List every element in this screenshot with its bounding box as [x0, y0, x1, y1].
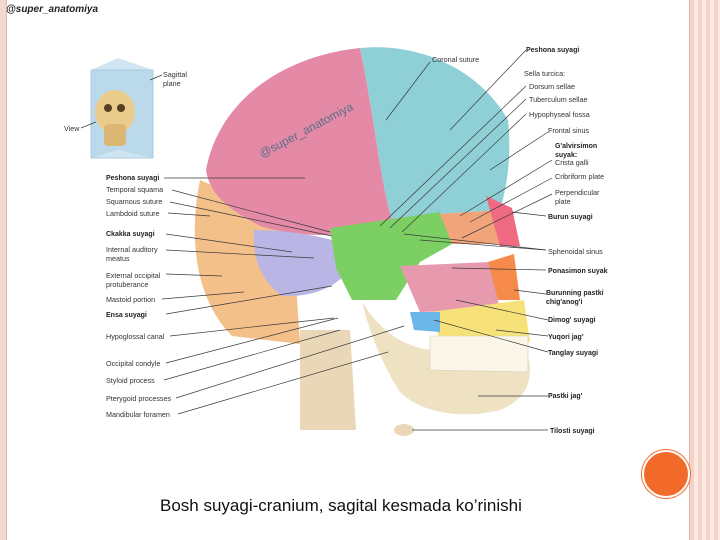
cervical-spine-region	[300, 330, 356, 430]
left-label-2: Squamous suture	[106, 197, 162, 206]
left-label-1: Temporal squama	[106, 185, 163, 194]
right-label-1: Peshona suyagi	[526, 47, 579, 54]
right-label-5: Hypophyseal fossa	[529, 110, 590, 119]
left-label-4: Ckakka suyagi	[106, 231, 155, 238]
right-label-17: Tanglay suyagi	[548, 350, 598, 357]
left-label-7: Mastoid portion	[106, 295, 155, 304]
left-label-12: Pterygoid processes	[106, 394, 172, 403]
right-label-15: Dimog' suyagi	[548, 317, 596, 324]
right-label-12: Sphenoidal sinus	[548, 247, 603, 256]
left-label-10: Occipital condyle	[106, 359, 160, 368]
left-label-0: Peshona suyagi	[106, 175, 159, 182]
vomer-region	[400, 262, 500, 312]
right-label-2: Sella turcica:	[524, 69, 565, 78]
left-label-13: Mandibular foramen	[106, 410, 170, 419]
left-label-11: Styloid process	[106, 376, 155, 385]
ethmoid-bone-region	[440, 210, 506, 244]
right-label-4: Tuberculum sellae	[529, 95, 587, 104]
right-label-9: Cribriform plate	[555, 172, 604, 181]
right-border-decoration	[689, 0, 720, 540]
right-label-0: Coronal suture	[432, 55, 479, 64]
palatine-region	[410, 312, 440, 332]
right-label-18: Pastki jag'	[548, 393, 583, 400]
slide-caption: Bosh suyagi-cranium, sagital kesmada ko’…	[160, 496, 522, 515]
left-label-3: Lambdoid suture	[106, 209, 160, 218]
right-label-11: Burun suyagi	[548, 214, 593, 221]
right-label-6: Frontal sinus	[548, 126, 590, 135]
left-leader-lines	[161, 177, 405, 415]
right-label-13: Ponasimon suyak	[548, 268, 608, 275]
parietal-bone-region	[206, 48, 392, 236]
view-label: View	[64, 124, 80, 133]
left-label-9: Hypoglossal canal	[106, 332, 165, 341]
sphenoid-bone-region	[330, 212, 452, 300]
inferior-concha-region	[488, 254, 520, 300]
right-label-8: Crista galli	[555, 158, 589, 167]
left-label-8: Ensa suyagi	[106, 312, 147, 319]
hyoid-bone-region	[394, 424, 414, 436]
watermark-text: @super_anatomiya	[6, 4, 99, 15]
left-border	[0, 0, 7, 540]
right-label-3: Dorsum sellae	[529, 82, 575, 91]
teeth-region	[429, 335, 529, 373]
right-leader-lines	[379, 49, 553, 431]
skull-illustration	[194, 47, 530, 436]
right-label-16: Yuqori jag'	[548, 334, 584, 341]
orange-circle-decoration	[642, 450, 690, 498]
frontal-bone-region	[360, 47, 510, 220]
right-label-19: Tilosti suyagi	[550, 428, 595, 435]
